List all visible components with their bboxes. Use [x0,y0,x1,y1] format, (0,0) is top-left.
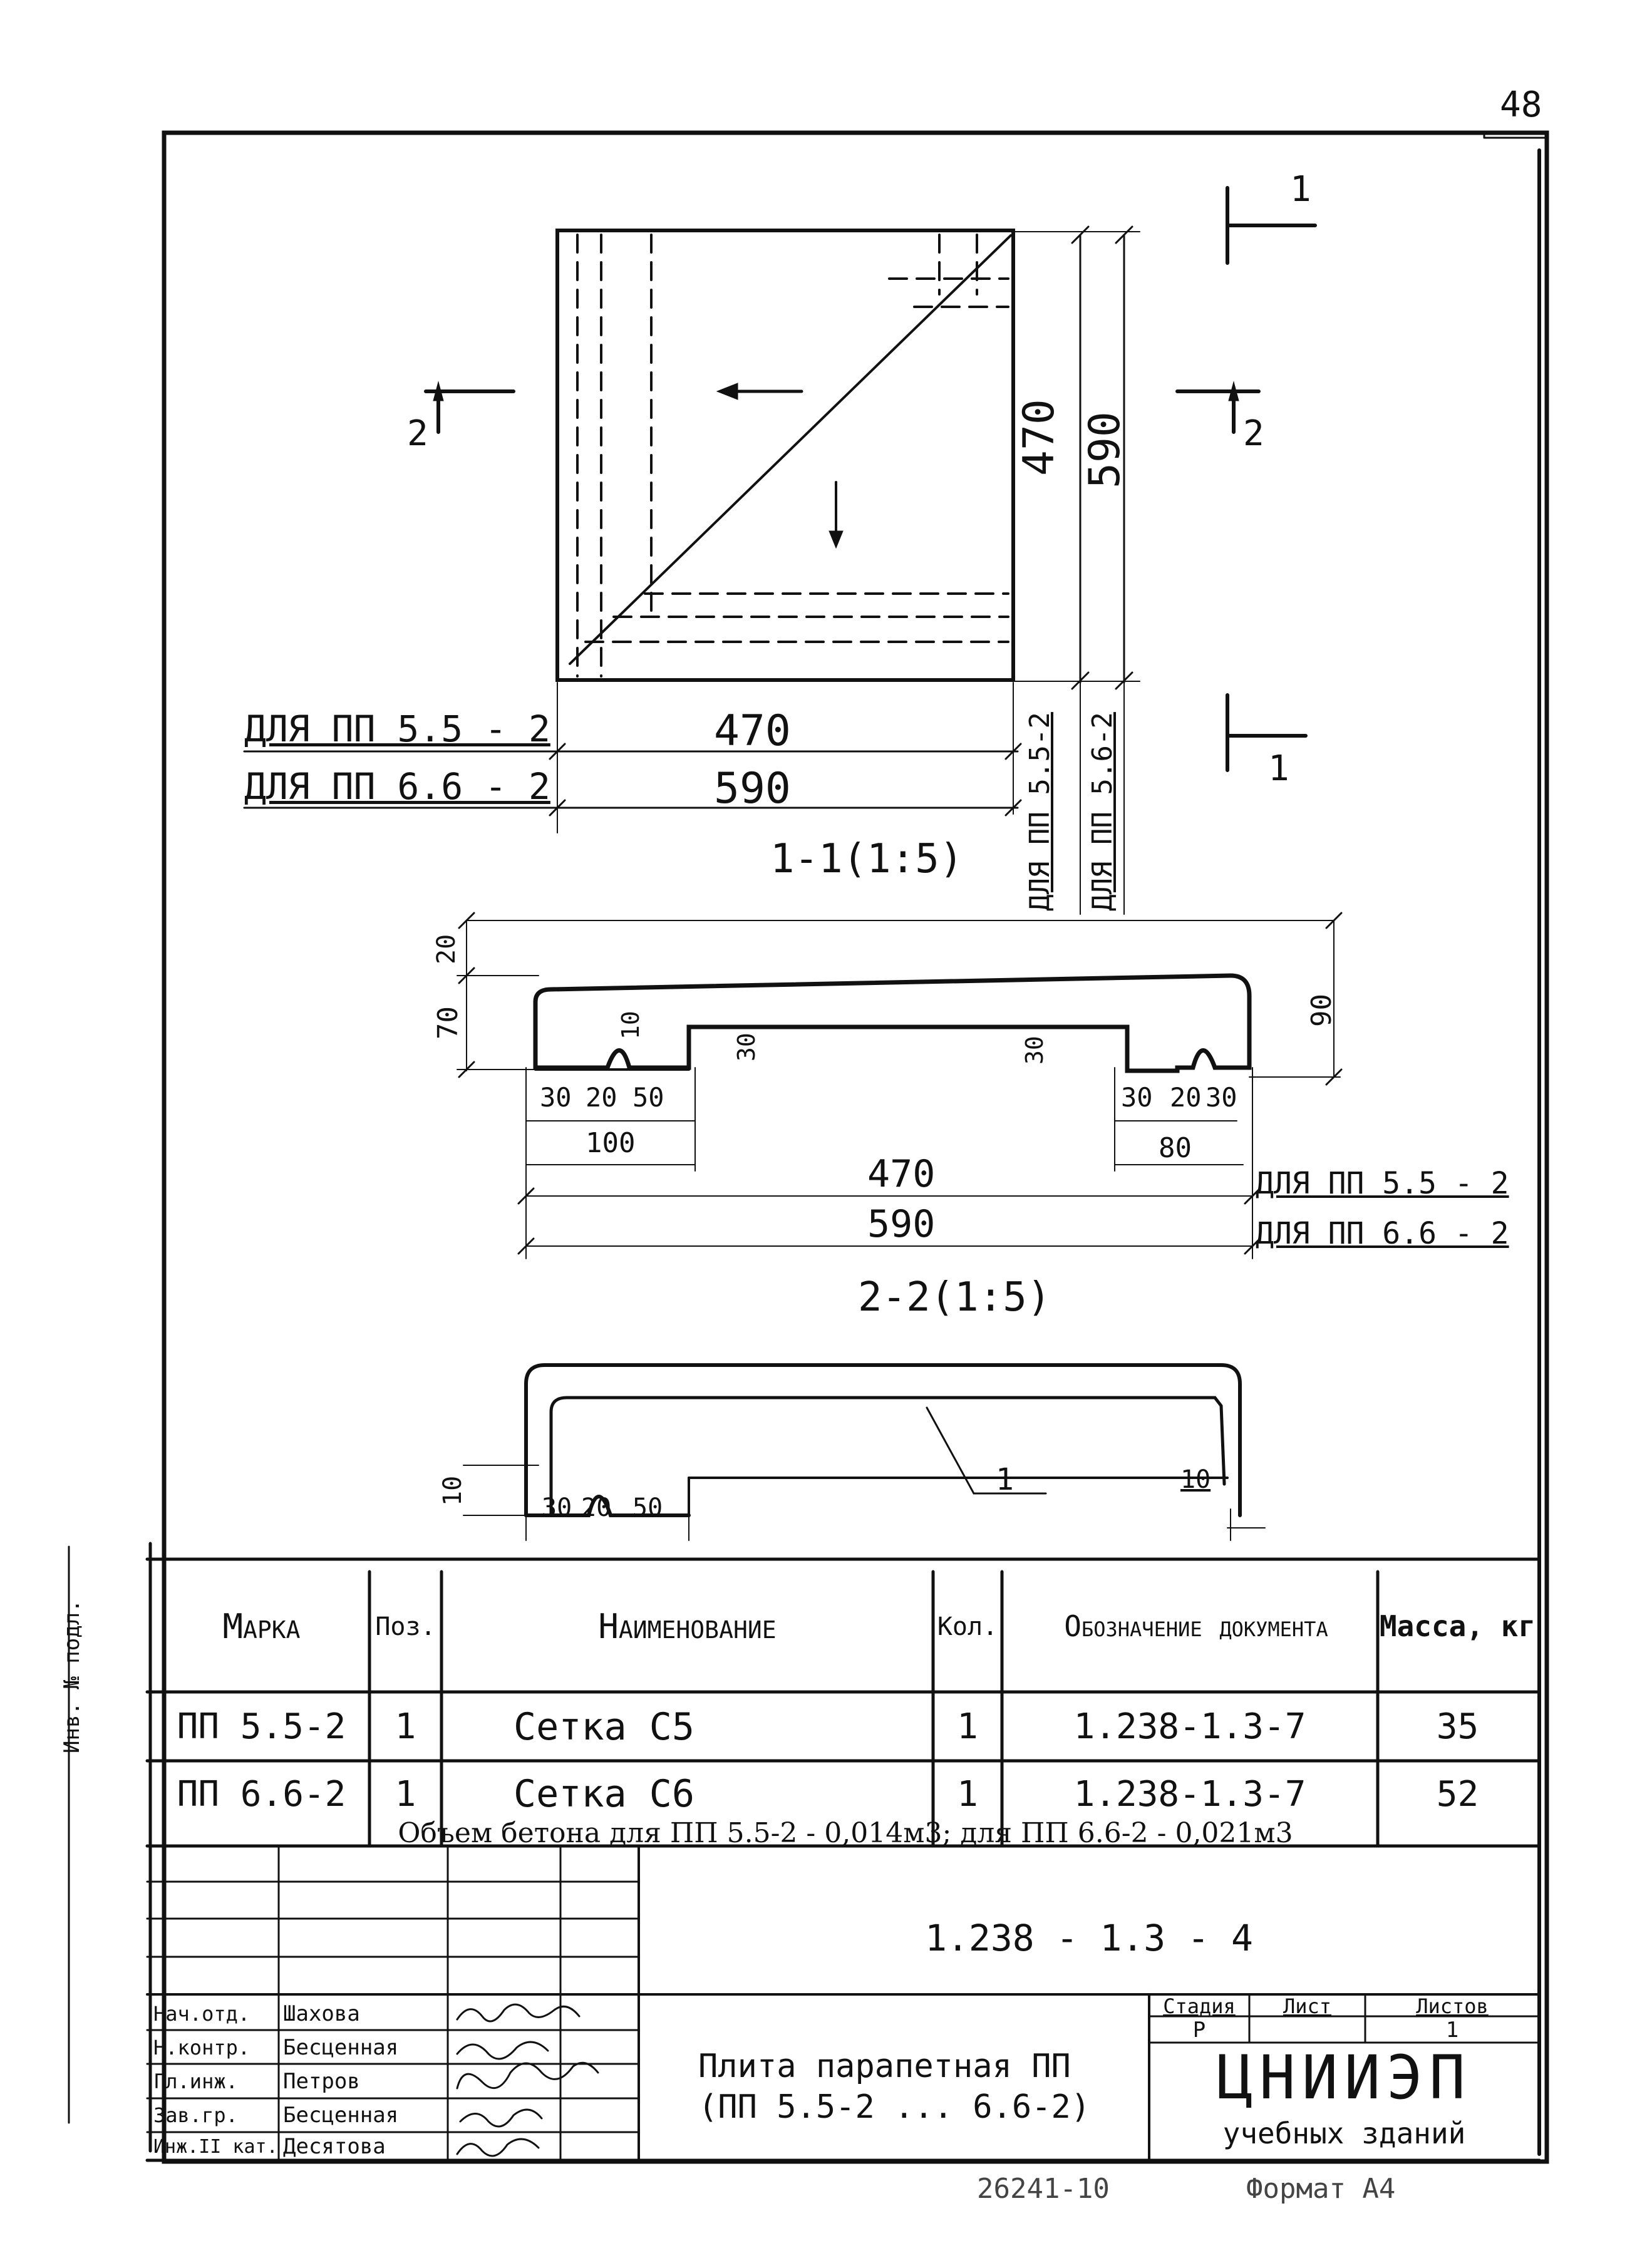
sign-name-5: Десятова [283,2134,386,2159]
header-mass: Масса, кг [1379,1609,1536,1644]
header-kol: Кол. [937,1612,998,1641]
s22-dim-10-left: 10 [438,1475,467,1506]
s11-dim-70: 70 [432,1006,464,1039]
header-doc: Обозначение документа [1064,1609,1328,1644]
table-row-2-doc: 1.238-1.3-7 [1073,1773,1306,1815]
sheet-label: Лист [1283,1994,1332,2018]
s11-bottom-left-30: 30 [540,1082,572,1113]
s11-bottom-left-20: 20 [586,1082,617,1113]
cut-mark-2-left: 2 [407,413,428,454]
table-row-2-name: Сетка С6 [514,1772,694,1816]
table-row-1-poz: 1 [395,1706,416,1747]
sign-role-3: Гл.инж. [153,2070,238,2093]
plan-view [243,186,1317,915]
table-row-1-doc: 1.238-1.3-7 [1073,1706,1306,1747]
s22-bottom-left-50: 50 [632,1493,663,1522]
sign-name-4: Бесценная [283,2103,399,2128]
plan-label-pp55: ДЛЯ ПП 5.5 - 2 [244,708,550,750]
table-grid [145,1542,1541,2162]
s11-dim-470: 470 [867,1152,936,1196]
plan-dim-590-vertical: 590 [1080,411,1130,488]
s22-bottom-left-30: 30 [542,1493,572,1522]
sign-role-4: Зав.гр. [153,2103,238,2127]
header-poz: Поз. [375,1612,436,1641]
header-name: Наименование [598,1607,777,1646]
s11-bottom-left-50: 50 [632,1082,664,1113]
sign-name-3: Петров [283,2069,360,2094]
sign-role-5: Инж.II кат. [153,2135,278,2158]
cut-mark-1-top: 1 [1290,169,1311,210]
organization-subtitle: учебных зданий [1222,2116,1466,2150]
product-title-line-1: Плита парапетная ПП [698,2048,1071,2085]
signature-scribbles [456,2003,599,2157]
plan-dim-470-vertical: 470 [1014,399,1064,476]
organization-name: ЦНИИЭП [1217,2042,1472,2113]
plan-vlabel-pp66: ДЛЯ ПП 5.6-2 [1087,712,1118,911]
document-code: 1.238 - 1.3 - 4 [925,1917,1253,1959]
stage-value: Р [1192,2018,1206,2043]
s11-dim-20: 20 [432,934,461,964]
s11-label-pp55: ДЛЯ ПП 5.5 - 2 [1256,1166,1509,1201]
plan-dim-590-horizontal: 590 [714,764,791,813]
sign-role-1: Нач.отд. [153,2002,250,2026]
header-marka: Марка [222,1607,301,1646]
table-row-1-name: Сетка С5 [514,1704,694,1749]
s22-bottom-left-20: 20 [581,1493,612,1522]
table-row-2-mass: 52 [1436,1773,1479,1815]
stage-label: Стадия [1163,1994,1236,2018]
sign-name-1: Шахова [283,2001,360,2026]
sheet-frame [162,130,1549,2164]
s11-dim-90: 90 [1306,994,1338,1027]
sheets-label: Листов [1416,1994,1489,2018]
s11-bottom-right-30b: 30 [1205,1082,1237,1113]
table-row-1-marka: ПП 5.5-2 [177,1706,346,1747]
product-title-line-2: (ПП 5.5-2 ... 6.6-2) [698,2088,1091,2126]
table-row-1-mass: 35 [1436,1706,1479,1747]
section-1-1-drawing [457,912,1343,1259]
section-1-1-title: 1-1(1:5) [770,836,964,882]
table-row-2-kol: 1 [957,1773,978,1815]
s22-leader-1: 1 [996,1462,1014,1497]
sign-name-2: Бесценная [283,2035,399,2060]
footer-order-number: 26241-10 [977,2173,1110,2205]
cut-mark-1-bottom: 1 [1268,748,1289,789]
s11-dim-590: 590 [867,1202,936,1246]
section-2-2-drawing [463,1363,1266,1541]
sign-role-2: Н.контр. [153,2036,250,2060]
page-number: 48 [1500,85,1542,125]
s11-bottom-right-30a: 30 [1121,1082,1153,1113]
s11-dim-30b: 30 [1021,1036,1048,1065]
plan-label-pp66: ДЛЯ ПП 6.6 - 2 [244,765,550,808]
section-2-2-title: 2-2(1:5) [858,1274,1051,1321]
concrete-volume-note: Объем бетона для ПП 5.5-2 - 0,014м3; для… [398,1817,1293,1849]
s11-dim-100: 100 [586,1127,636,1159]
s11-dim-10: 10 [617,1011,644,1039]
plan-vlabel-pp55: ДЛЯ ПП 5.5-2 [1024,712,1056,911]
s11-label-pp66: ДЛЯ ПП 6.6 - 2 [1256,1216,1509,1251]
s11-dim-80: 80 [1159,1132,1192,1164]
plan-dim-470-horizontal: 470 [714,706,791,756]
sheets-value: 1 [1445,2018,1459,2043]
table-row-2-poz: 1 [395,1773,416,1815]
side-stamp: Инв. № подл. [59,1599,85,1753]
footer-format: Формат А4 [1246,2173,1396,2205]
s11-bottom-right-20: 20 [1170,1082,1202,1113]
table-row-2-marka: ПП 6.6-2 [177,1773,346,1815]
s22-dim-10-right: 10 [1180,1465,1211,1494]
table-row-1-kol: 1 [957,1706,978,1747]
cut-mark-2-right: 2 [1243,413,1264,454]
s11-dim-30a: 30 [733,1033,760,1061]
